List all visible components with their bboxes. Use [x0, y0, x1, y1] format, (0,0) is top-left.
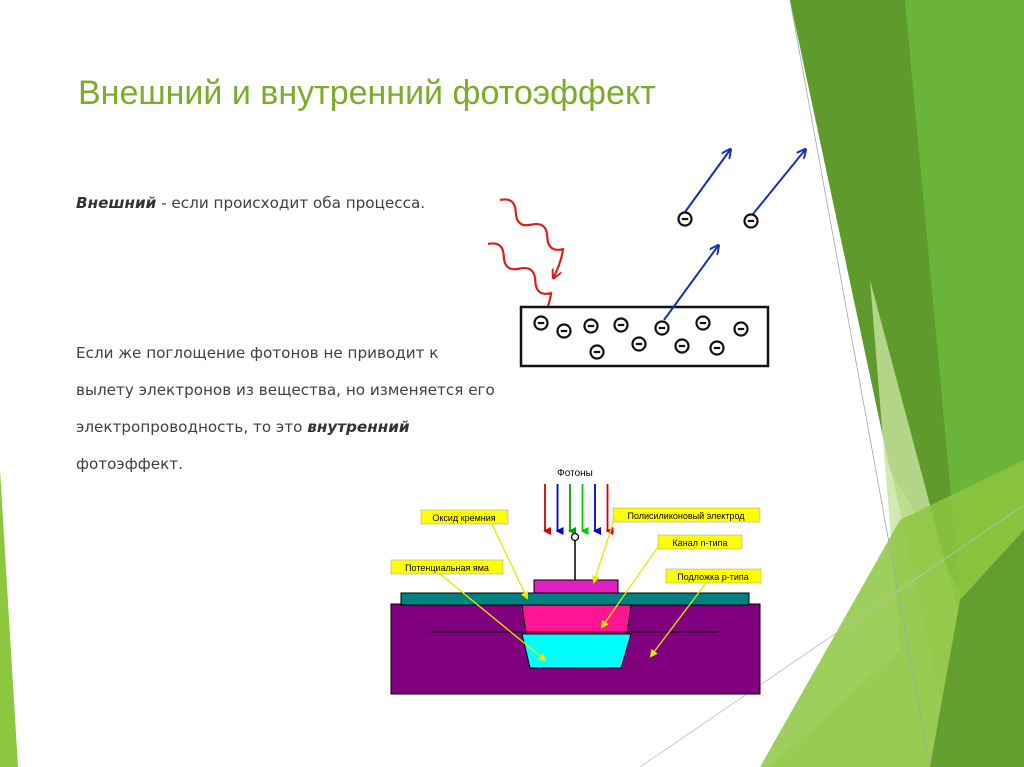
- label-oxide: Оксид кремния: [420, 509, 509, 525]
- svg-text:Подложка p-типа: Подложка p-типа: [677, 572, 748, 582]
- photon-wave-2: [487, 242, 553, 321]
- photon-wave-1: [499, 198, 565, 277]
- paragraph-internal: Если же поглощение фотонов не приводит к…: [76, 335, 496, 483]
- leader-p-substrate: [649, 582, 707, 658]
- label-potential-well: Потенциальная яма: [390, 559, 504, 575]
- potential-well: [521, 633, 632, 669]
- electron: [589, 344, 605, 360]
- deco-bottom-green-shape: [930, 530, 1024, 767]
- ejected-trajectory-1: [684, 150, 730, 213]
- svg-text:Канал n-типа: Канал n-типа: [672, 538, 727, 548]
- electron: [709, 340, 725, 356]
- paragraph-internal-text-after: фотоэффект.: [76, 455, 183, 473]
- ejected-trajectory-3: [663, 246, 718, 321]
- photon-arrows: [543, 484, 614, 535]
- label-p-substrate: Подложка p-типа: [665, 568, 762, 584]
- electron: [695, 315, 711, 331]
- electron: [613, 317, 629, 333]
- polysilicon-electrode: [533, 579, 619, 594]
- deco-thin-line: [639, 504, 1024, 767]
- ejected-electron: [677, 211, 693, 227]
- ejected-electron: [743, 213, 759, 229]
- label-n-channel: Канал n-типа: [657, 534, 743, 550]
- electron: [631, 336, 647, 352]
- electrode-terminal: [570, 532, 580, 542]
- electron: [674, 338, 690, 354]
- svg-text:Оксид кремния: Оксид кремния: [432, 513, 495, 523]
- ejected-trajectory-2: [752, 150, 805, 215]
- leader-potential-well: [439, 573, 547, 662]
- deco-thin-line: [789, 0, 931, 767]
- electron: [583, 318, 599, 334]
- paragraph-internal-text-before: Если же поглощение фотонов не приводит к…: [76, 344, 495, 436]
- paragraph-external: Внешний - если происходит оба процесса.: [76, 185, 496, 222]
- svg-text:Полисиликоновый электрод: Полисиликоновый электрод: [627, 511, 745, 521]
- svg-text:Потенциальная яма: Потенциальная яма: [405, 563, 489, 573]
- leader-polysilicon: [592, 516, 616, 584]
- slide-title: Внешний и внутренний фотоэффект: [78, 74, 656, 112]
- leader-n-channel: [600, 543, 661, 629]
- electron: [654, 320, 670, 336]
- deco-left-green-shape: [0, 470, 18, 767]
- term-external: Внешний: [76, 194, 157, 212]
- paragraph-external-text: - если происходит оба процесса.: [156, 194, 426, 212]
- deco-dark-green-shape: [790, 0, 960, 590]
- electron: [533, 315, 549, 331]
- label-polysilicon: Полисиликоновый электрод: [612, 507, 761, 523]
- electron-group: [533, 211, 759, 360]
- electron: [733, 321, 749, 337]
- photons-label: Фотоны: [557, 468, 593, 479]
- electron: [556, 323, 572, 339]
- term-internal: внутренний: [307, 418, 410, 436]
- leader-oxide: [491, 523, 529, 600]
